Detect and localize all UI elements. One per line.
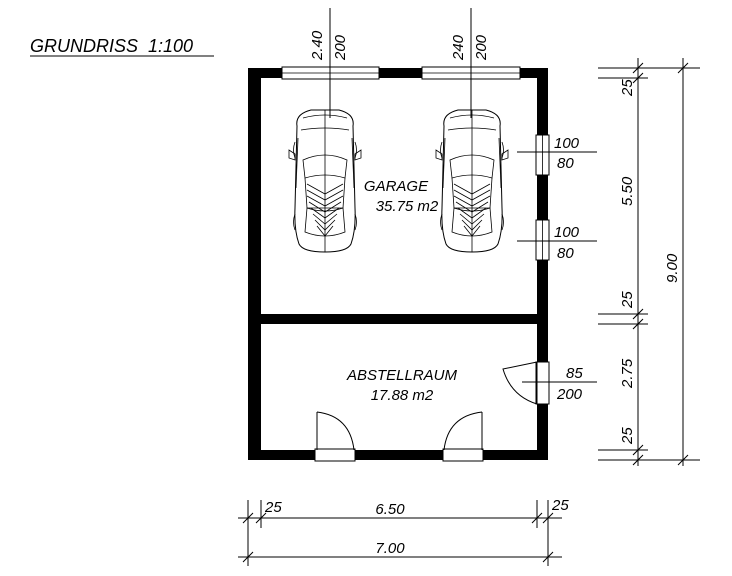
right-dimension-chain [598,58,700,466]
side-door-height: 200 [556,386,583,403]
car-left [288,109,362,253]
side-window-lower-width: 100 [554,224,580,241]
dim-right-middle-wall: 25 [619,291,636,309]
room-name-storage: ABSTELLRAUM [346,367,458,384]
wall-right [537,68,548,460]
dim-right-storage-depth: 2.75 [619,358,636,389]
wall-bottom [248,450,548,460]
dim-bottom-total-width: 7.00 [375,540,405,557]
room-name-garage: GARAGE [364,178,429,195]
dim-right-top-wall: 25 [619,79,636,97]
dim-right-total-depth: 9.00 [664,253,681,283]
top-window-right-width: 240 [450,34,467,61]
side-window-lower-height: 80 [557,245,574,262]
bottom-dimension-chain [238,500,562,566]
plan-title: GRUNDRISS 1:100 [30,36,193,56]
side-door-width: 85 [566,365,583,382]
dim-bottom-left-wall: 25 [264,499,282,516]
car-right [435,109,509,253]
wall-middle [261,314,537,324]
side-door [502,361,550,405]
side-window-upper-height: 80 [557,155,574,172]
building-walls [248,68,548,460]
wall-top [248,68,548,78]
dim-bottom-inner-width: 6.50 [375,501,405,518]
top-window-left-height: 200 [332,34,349,61]
bottom-door-right [442,411,484,462]
wall-left [248,68,261,460]
room-area-garage: 35.75 m2 [376,198,439,215]
dim-bottom-right-wall: 25 [551,497,569,514]
dim-right-garage-depth: 5.50 [619,176,636,206]
dim-right-bottom-wall: 25 [619,427,636,445]
side-window-lower [535,219,550,261]
top-window-left-width: 2.40 [309,30,326,61]
side-window-upper-width: 100 [554,135,580,152]
bottom-door-left [314,411,356,462]
room-area-storage: 17.88 m2 [371,387,434,404]
side-window-upper [535,134,550,176]
top-window-right-height: 200 [473,34,490,61]
